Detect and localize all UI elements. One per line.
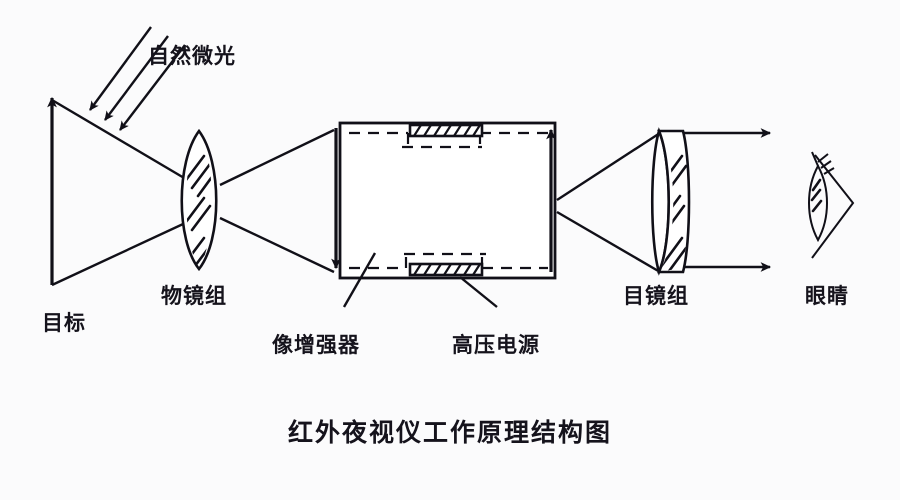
leader-high-voltage bbox=[459, 276, 498, 308]
eye-symbol bbox=[808, 151, 855, 259]
label-eyepiece-lens: 目镜组 bbox=[623, 284, 689, 308]
object-to-objective-rays bbox=[51, 98, 197, 287]
objective-lens bbox=[180, 128, 218, 272]
label-high-voltage-supply: 高压电源 bbox=[452, 333, 540, 357]
label-objective-lens: 物镜组 bbox=[161, 284, 227, 308]
figure-caption: 红外夜视仪工作原理结构图 bbox=[288, 418, 612, 447]
label-eye: 眼睛 bbox=[805, 284, 849, 308]
leader-image-intensifier bbox=[342, 252, 377, 308]
eyepiece-lens bbox=[650, 127, 691, 276]
lower-electrode bbox=[408, 262, 484, 277]
intensifier-to-eyepiece-rays bbox=[556, 131, 661, 274]
label-ambient-light: 自然微光 bbox=[148, 44, 236, 68]
eyepiece-output-rays bbox=[683, 128, 772, 272]
label-target: 目标 bbox=[42, 311, 86, 335]
leader-lines bbox=[342, 252, 498, 308]
objective-to-intensifier-rays bbox=[219, 128, 335, 274]
label-image-intensifier: 像增强器 bbox=[272, 333, 360, 357]
ambient-light-rays bbox=[89, 26, 186, 131]
upper-electrode bbox=[408, 123, 484, 138]
image-intensifier-tube bbox=[331, 121, 557, 280]
